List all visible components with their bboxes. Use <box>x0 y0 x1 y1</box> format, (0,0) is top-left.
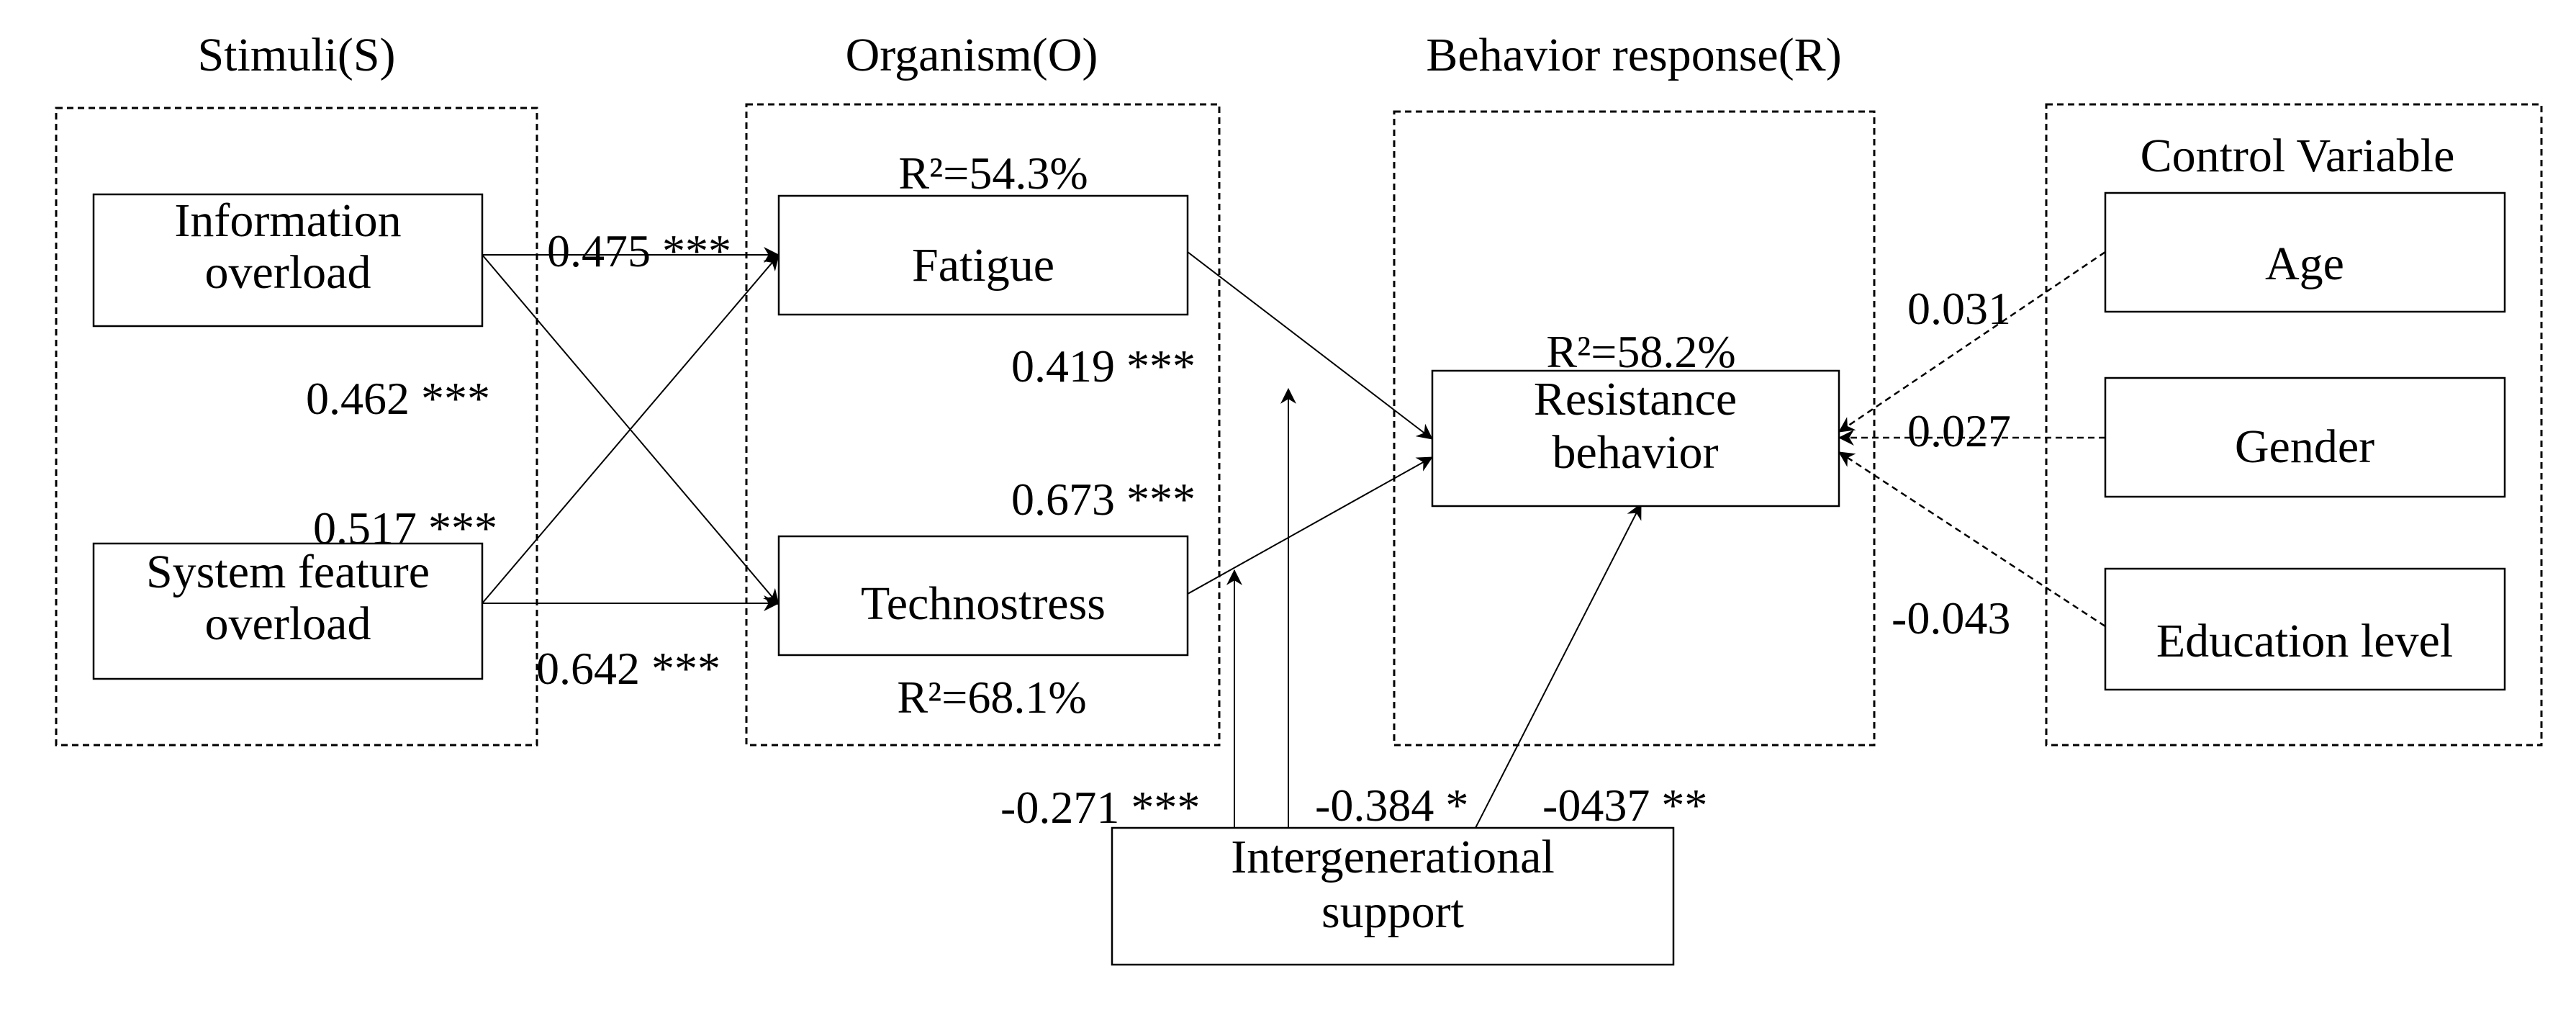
node-info-overload-box <box>92 193 484 328</box>
coef-age-resist: 0.031 <box>1907 283 2011 334</box>
coef-education-resist: -0.043 <box>1892 592 2010 644</box>
node-gender-box <box>2104 377 2506 498</box>
coef-gender-resist: 0.027 <box>1907 405 2011 456</box>
arrow-sys-fatigue <box>482 254 779 604</box>
coef-support-techno: -0.271 *** <box>1000 782 1200 833</box>
node-technostress-label: Technostress <box>861 577 1106 630</box>
node-age-box <box>2104 191 2506 313</box>
coef-info-techno: 0.462 *** <box>306 373 490 424</box>
response-frame <box>1393 110 1876 747</box>
node-intergenerational-box <box>1111 826 1675 966</box>
arrow-support-resist <box>1475 503 1642 829</box>
node-resistance-line2: behavior <box>1553 426 1719 479</box>
arrow-techno-resist <box>1187 456 1433 595</box>
node-fatigue-box <box>777 194 1189 316</box>
node-intergenerational-line2: support <box>1321 885 1464 938</box>
node-age-label: Age <box>2265 238 2344 290</box>
arrow-fatigue-resist <box>1187 251 1433 440</box>
node-resistance-line1: Resistance <box>1534 373 1737 425</box>
node-intergenerational-line1: Intergenerational <box>1231 831 1555 883</box>
node-technostress-box <box>777 535 1189 657</box>
node-education-label: Education level <box>2156 615 2453 667</box>
node-education-box <box>2104 567 2506 691</box>
coef-support-resist: -0437 ** <box>1542 780 1707 831</box>
header-response: Behavior response(R) <box>1426 29 1841 81</box>
coef-sys-fatigue: 0.517 *** <box>313 502 497 554</box>
r2-resistance: R²=58.2% <box>1546 326 1735 377</box>
node-fatigue-label: Fatigue <box>912 239 1054 292</box>
arrow-education-resist <box>1838 451 2106 628</box>
coef-support-fatigue: -0.384 * <box>1315 780 1468 831</box>
header-stimuli: Stimuli(S) <box>197 29 395 81</box>
coef-info-fatigue: 0.475 *** <box>547 225 731 276</box>
coef-techno-resist: 0.673 *** <box>1011 474 1196 525</box>
organism-frame <box>745 103 1221 747</box>
path-arrows <box>482 247 2106 829</box>
node-info-overload-line2: overload <box>205 246 371 299</box>
control-frame <box>2045 103 2543 747</box>
stimuli-frame <box>55 107 538 747</box>
node-info-overload-line1: Information <box>174 194 401 247</box>
header-control: Control Variable <box>2141 130 2455 182</box>
r2-fatigue: R²=54.3% <box>898 148 1088 199</box>
node-gender-label: Gender <box>2235 420 2374 473</box>
r2-technostress: R²=68.1% <box>897 672 1086 723</box>
node-system-overload-box <box>92 542 484 680</box>
coef-fatigue-resist: 0.419 *** <box>1011 341 1196 392</box>
node-system-overload-line2: overload <box>205 598 371 650</box>
header-organism: Organism(O) <box>846 29 1098 81</box>
node-system-overload-line1: System feature <box>146 546 430 598</box>
node-resistance-box <box>1431 369 1840 508</box>
coef-sys-techno: 0.642 *** <box>536 643 720 694</box>
